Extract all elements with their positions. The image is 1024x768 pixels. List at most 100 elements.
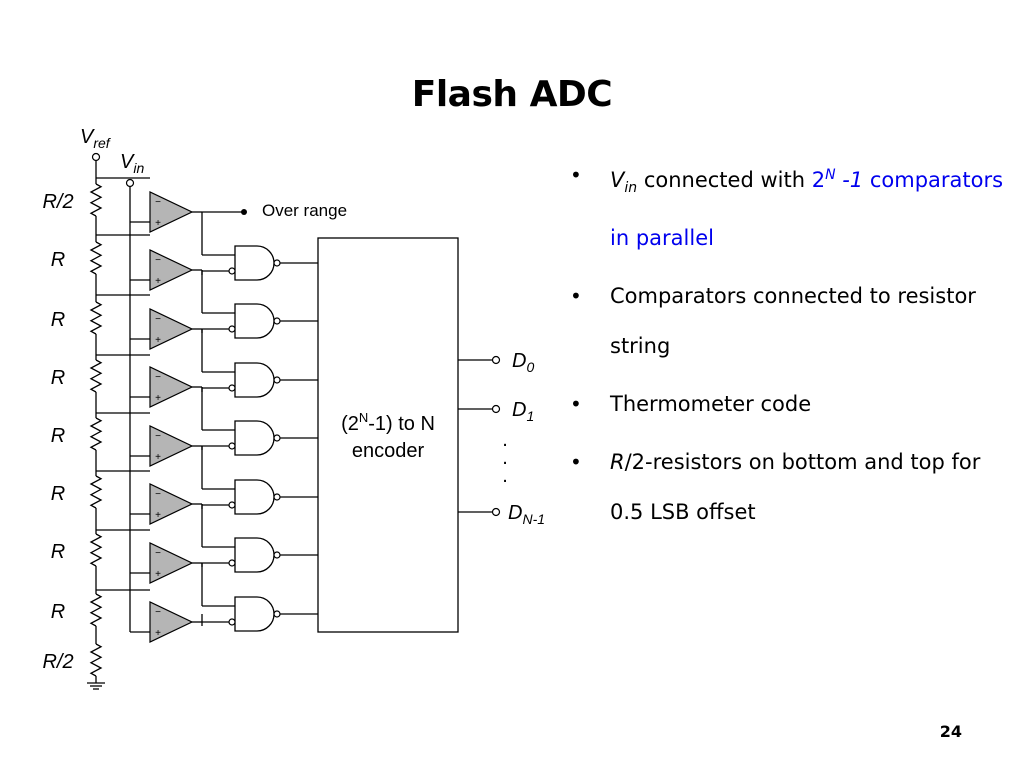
- comparator-minus: −: [155, 489, 161, 500]
- input-bubble: [228, 325, 236, 333]
- ellipsis-dot: .: [502, 429, 508, 451]
- resistor-label: R/2: [42, 651, 73, 673]
- bullet-text: in: [624, 180, 638, 197]
- comparator-plus: +: [155, 393, 161, 404]
- comparator-minus: −: [155, 372, 161, 383]
- and-gate: [234, 303, 275, 339]
- resistor-label: R/2: [42, 191, 73, 213]
- output-bubble: [273, 610, 281, 618]
- vref-terminal: [91, 152, 101, 162]
- ellipsis-dot: .: [502, 465, 508, 487]
- resistor: [89, 533, 103, 567]
- and-gate: [234, 596, 275, 632]
- comparator-plus: +: [155, 276, 161, 287]
- output-label-sub: N-1: [522, 511, 545, 527]
- encoder-label-line2: encoder: [352, 440, 425, 462]
- resistor-label: R: [51, 249, 65, 271]
- bullet-text: N: [825, 167, 836, 183]
- encoder-label-line1: (2N-1) to N: [341, 410, 435, 435]
- ellipsis-dot: .: [502, 447, 508, 469]
- comparator-minus: −: [155, 548, 161, 559]
- resistor-label: R: [51, 601, 65, 623]
- vin-label: Vin: [120, 151, 144, 176]
- output-terminal: [491, 404, 501, 414]
- comparator: [149, 308, 194, 350]
- over-range-label: Over range: [262, 201, 347, 220]
- bullet-text: Comparators connected to resistor string: [610, 284, 976, 359]
- input-bubble: [228, 442, 236, 450]
- and-gate: [234, 479, 275, 515]
- output-bubble: [273, 434, 281, 442]
- bullet-text: /2-resistors on bottom and top for 0.5 L…: [610, 450, 981, 525]
- page-number: 24: [939, 722, 962, 741]
- bullet-text: connected with: [637, 168, 812, 192]
- output-terminal: [491, 507, 501, 517]
- bullet-text: R: [610, 450, 625, 475]
- comparator: [149, 483, 194, 525]
- bullet-text: 2: [811, 168, 826, 192]
- resistor: [89, 301, 103, 335]
- output-bubble: [273, 551, 281, 559]
- resistor: [89, 593, 103, 627]
- output-bubble: [273, 376, 281, 384]
- resistor: [89, 643, 103, 677]
- comparator-minus: −: [155, 431, 161, 442]
- resistor-label: R: [51, 367, 65, 389]
- comparator: [149, 191, 194, 233]
- bullet-text: V: [610, 168, 625, 192]
- vin-terminal: [125, 178, 135, 188]
- comparator-minus: −: [155, 314, 161, 325]
- comparator: [149, 542, 194, 584]
- output-bubble: [273, 493, 281, 501]
- bullet-dot: •: [570, 284, 582, 309]
- resistor-label: R: [51, 309, 65, 331]
- bullet-item: • Comparators connected to resistor strin…: [570, 271, 1010, 371]
- bullet-text: comparators in parallel: [610, 168, 1004, 251]
- output-label-sub: 0: [526, 359, 534, 375]
- over-range-dot: [241, 209, 247, 215]
- comparator: [149, 366, 194, 408]
- input-bubble: [228, 501, 236, 509]
- comparator-minus: −: [155, 607, 161, 618]
- vref-label: Vref: [80, 126, 112, 151]
- resistor-label: R: [51, 483, 65, 505]
- comparator-plus: +: [155, 628, 161, 639]
- input-bubble: [228, 559, 236, 567]
- output-label-main: D: [512, 399, 526, 421]
- output-label-main: D: [512, 350, 526, 372]
- output-terminal: [491, 355, 501, 365]
- encoder-label-part: -1) to N: [368, 413, 435, 435]
- resistor: [89, 359, 103, 393]
- output-label: D0: [512, 350, 534, 375]
- comparator-minus: −: [155, 197, 161, 208]
- output-label: DN-1: [508, 502, 545, 527]
- bullet-text: Thermometer code: [610, 392, 812, 417]
- comparator-plus: +: [155, 569, 161, 580]
- and-gate: [234, 245, 275, 281]
- resistor: [89, 241, 103, 275]
- comparator: [149, 425, 194, 467]
- input-bubble: [228, 267, 236, 275]
- encoder-label-part: (2: [341, 413, 359, 435]
- resistor: [89, 417, 103, 451]
- comparator-plus: +: [155, 218, 161, 229]
- vin-label-main: V: [120, 151, 135, 173]
- bullet-dot: •: [570, 392, 582, 417]
- comparator-minus: −: [155, 255, 161, 266]
- vref-label-sub: ref: [93, 135, 111, 151]
- vin-label-sub: in: [133, 160, 144, 176]
- bullet-dot: •: [570, 163, 582, 187]
- encoder-label-part: N: [359, 410, 368, 425]
- output-bubble: [273, 259, 281, 267]
- bullet-item: •Vin connected with 2N -1 comparators in…: [570, 150, 1010, 263]
- output-bubble: [273, 317, 281, 325]
- comparator-plus: +: [155, 335, 161, 346]
- resistor-label: R: [51, 541, 65, 563]
- vref-label-main: V: [80, 126, 95, 148]
- and-gate: [234, 537, 275, 573]
- output-label-sub: 1: [526, 408, 534, 424]
- output-label-main: D: [508, 502, 522, 524]
- resistor: [89, 475, 103, 509]
- and-gate: [234, 362, 275, 398]
- resistor-label: R: [51, 425, 65, 447]
